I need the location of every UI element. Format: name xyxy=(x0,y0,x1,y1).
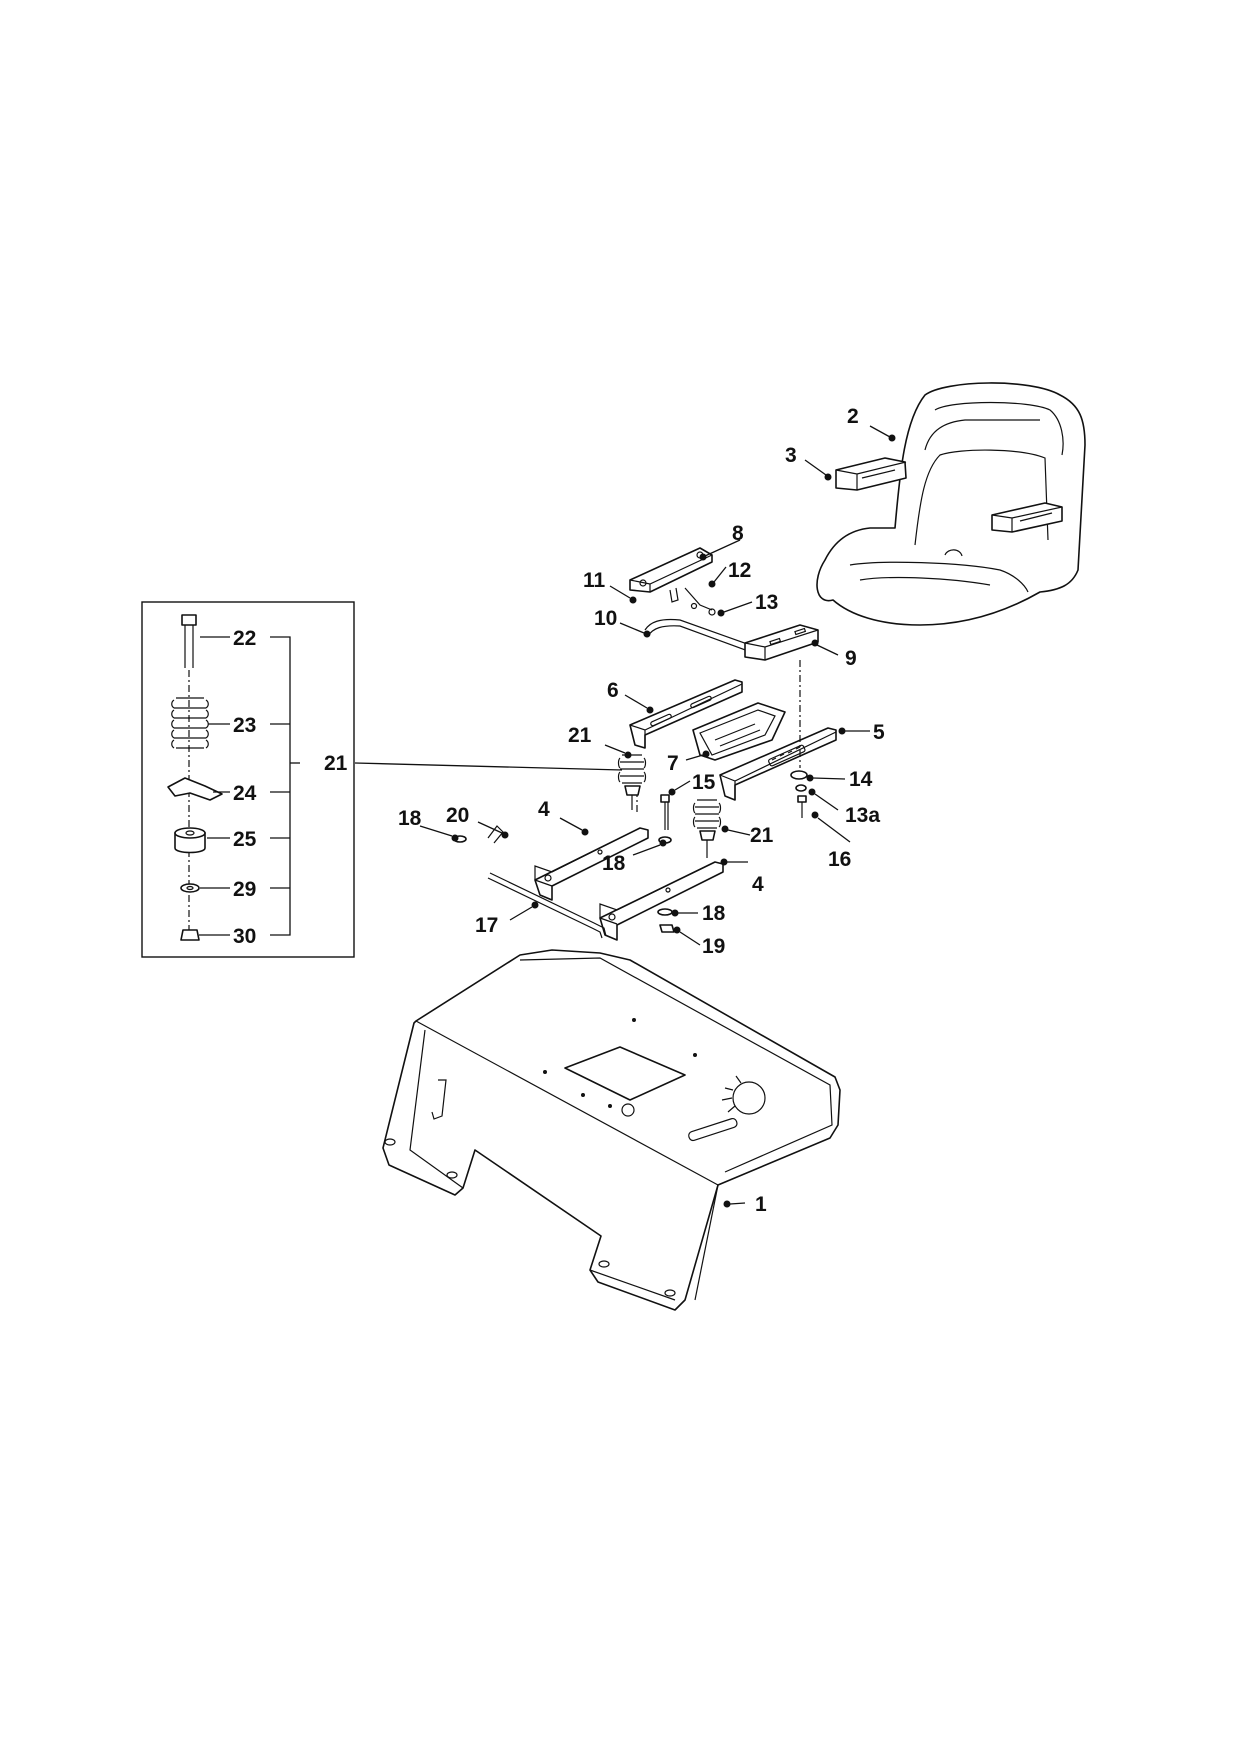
callout-9: 9 xyxy=(845,647,857,670)
callout-12: 12 xyxy=(728,559,751,582)
slide-rail-left xyxy=(629,679,743,749)
bracket-plate xyxy=(629,547,716,616)
callout-15: 15 xyxy=(692,771,716,794)
callout-23: 23 xyxy=(233,714,256,737)
callout-4: 4 xyxy=(752,873,764,896)
callout-7: 7 xyxy=(667,752,679,775)
nut xyxy=(659,924,675,933)
callout-3: 3 xyxy=(785,444,797,467)
callout-24: 24 xyxy=(233,782,257,805)
callout-29: 29 xyxy=(233,878,256,901)
callout-21: 21 xyxy=(324,752,348,775)
callout-18: 18 xyxy=(398,807,422,830)
callout-25: 25 xyxy=(233,828,257,851)
spring-assembly-inset xyxy=(141,601,355,958)
callout-19: 19 xyxy=(702,935,725,958)
callout-1: 1 xyxy=(755,1193,767,1216)
callout-22: 22 xyxy=(233,627,256,650)
callout-30: 30 xyxy=(233,925,256,948)
callout-18: 18 xyxy=(602,852,626,875)
rail-upper-right xyxy=(744,624,819,661)
callout-4: 4 xyxy=(538,798,550,821)
rod-long xyxy=(487,877,603,939)
slide-rail-right xyxy=(719,727,837,801)
bolt xyxy=(660,794,670,830)
callout-10: 10 xyxy=(594,607,617,630)
callout-21: 21 xyxy=(568,724,592,747)
seat-base-plate xyxy=(382,949,841,1311)
mounting-bracket-right xyxy=(599,861,724,941)
callout-8: 8 xyxy=(732,522,744,545)
bolt-small xyxy=(797,795,807,818)
callout-13: 13 xyxy=(755,591,778,614)
callout-17: 17 xyxy=(475,914,498,937)
mounting-bracket-left xyxy=(534,827,649,901)
callout-14: 14 xyxy=(849,768,873,791)
storage-tray xyxy=(692,702,786,761)
callout-11: 11 xyxy=(583,569,606,592)
callout-16: 16 xyxy=(828,848,851,871)
leader-lines xyxy=(354,425,896,1208)
washer-large xyxy=(790,770,808,780)
callout-2: 2 xyxy=(847,405,859,428)
callout-18: 18 xyxy=(702,902,726,925)
callout-6: 6 xyxy=(607,679,619,702)
spring-assembly-left xyxy=(617,754,647,810)
clip xyxy=(487,825,504,844)
washer xyxy=(657,908,673,916)
callout-21: 21 xyxy=(750,824,774,847)
washer-small xyxy=(795,784,807,792)
callout-20: 20 xyxy=(446,804,469,827)
callout-5: 5 xyxy=(873,721,885,744)
seat xyxy=(816,382,1086,626)
callout-13a: 13a xyxy=(845,804,880,827)
spring-assembly-right xyxy=(692,799,722,858)
